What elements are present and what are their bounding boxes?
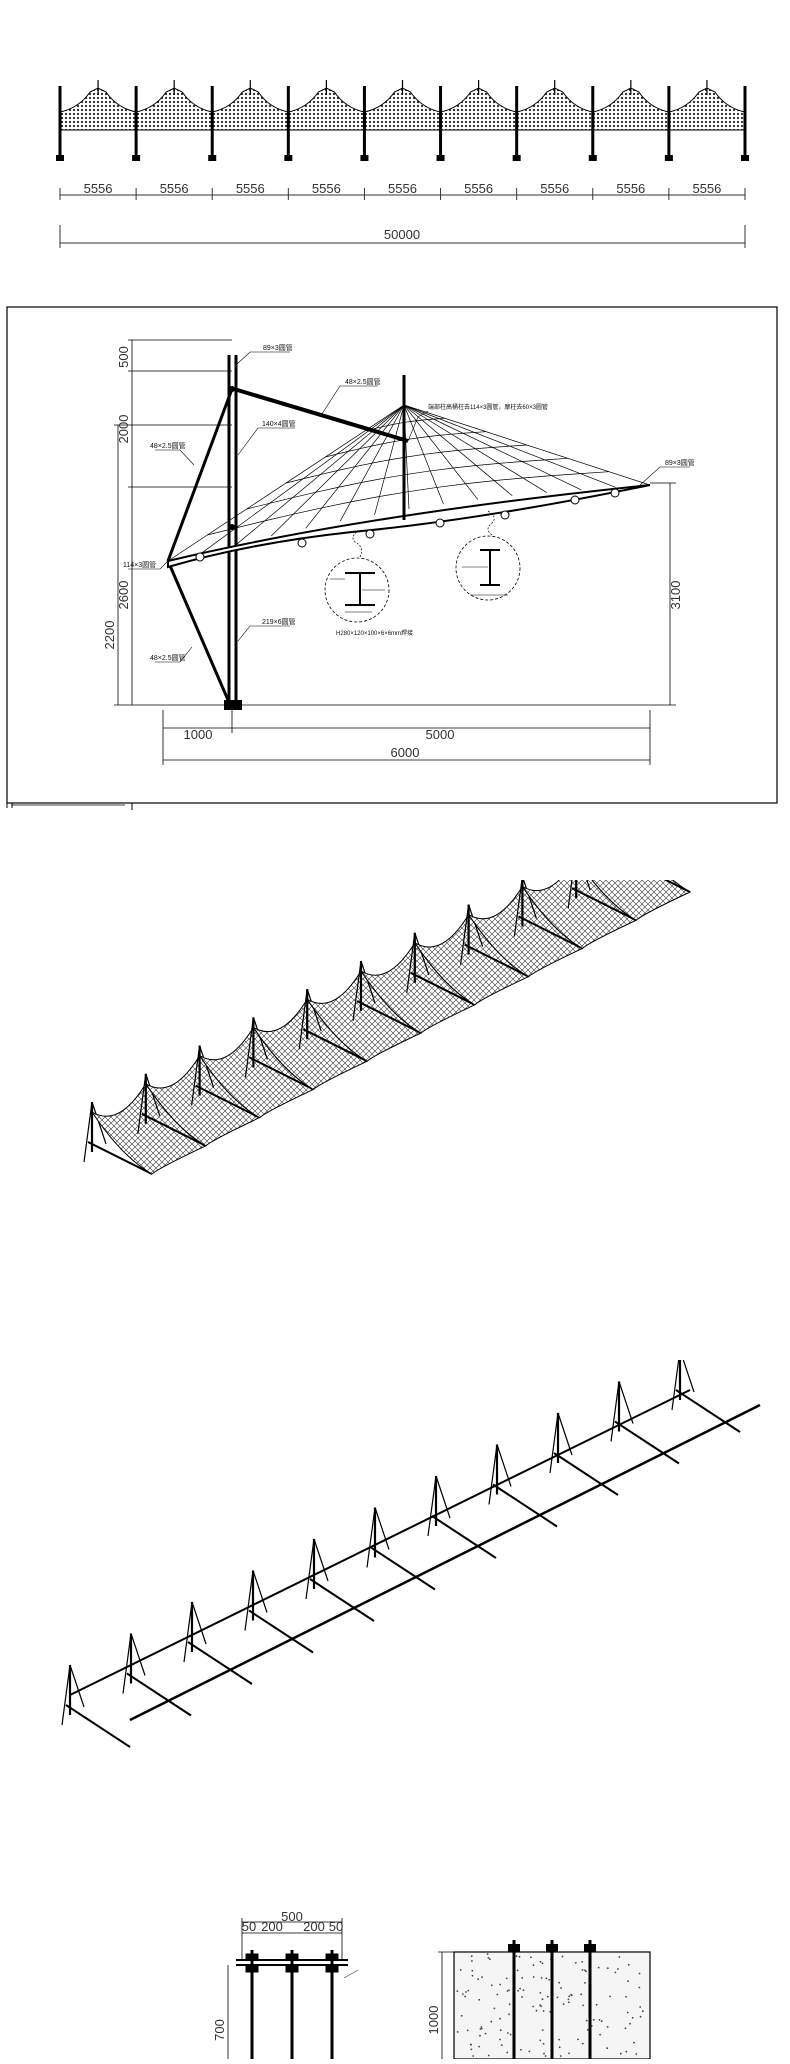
label-mast-base: 219×6圆管 (262, 617, 296, 626)
bottom-dimensions (162, 710, 651, 765)
footing-spacing-4: 50 (329, 1919, 343, 1934)
bay-dimension: 5556 (312, 181, 341, 196)
frame-unit (61, 1664, 131, 1748)
dim-total-width: 6000 (391, 745, 420, 760)
label-mast-mid: 140×4圆管 (262, 419, 296, 428)
cross-section-panel: 89×3圆管 48×2.5圆管 140×4圆管 48×2.5圆管 114×3圆管… (0, 305, 790, 810)
membrane-unit (298, 970, 423, 1063)
label-top-tie: 48×2.5圆管 (345, 377, 381, 386)
column-row (56, 86, 749, 161)
dim-back-span: 1000 (184, 727, 213, 742)
dim-right-height: 3100 (668, 581, 683, 610)
footing-detail-panel: 500 50 200 200 50 700 1000 (0, 1909, 790, 2060)
dim-mid-segment: 2000 (116, 415, 131, 444)
frame-unit (427, 1475, 497, 1559)
drawing-frame (6, 306, 778, 804)
dimension-lines (59, 188, 746, 248)
dim-base-height: 2200 (102, 621, 117, 650)
frame-unit (305, 1538, 375, 1622)
axonometric-frame-panel (0, 1349, 790, 1820)
label-beam-spec: H280×120×100×6×6mm焊接 (336, 629, 413, 637)
edge-beam (129, 1403, 761, 1722)
footing-top-width: 500 (281, 1910, 303, 1924)
label-edge-tube: 89×3圆管 (665, 458, 695, 467)
frame-unit (610, 1381, 680, 1465)
footing-spacing-1: 50 (242, 1919, 256, 1934)
frame-unit (488, 1444, 558, 1528)
bay-dimension: 5556 (84, 181, 113, 196)
beam-holes (195, 488, 620, 562)
bay-dimension: 5556 (692, 181, 721, 196)
label-mast-top: 89×3圆管 (263, 343, 293, 352)
label-left-strut-upper: 48×2.5圆管 (150, 441, 186, 450)
footing-spacing-2: 200 (261, 1919, 283, 1934)
label-left-strut-lower: 48×2.5圆管 (150, 653, 186, 662)
axonometric-membrane-drawing (83, 819, 692, 1175)
axonometric-membrane-panel (0, 819, 790, 1280)
frame-unit (244, 1570, 314, 1654)
canopy-membrane-strip (59, 80, 746, 131)
membrane-unit (191, 1026, 315, 1119)
ridge-beam (69, 1389, 691, 1696)
axonometric-frame-drawing (61, 1349, 761, 1748)
total-length-dimension: 50000 (384, 227, 420, 242)
frame-unit (549, 1412, 619, 1496)
label-top-note: 端部柱高桶柱去114×3圆管，摩柱去60×3圆管 (428, 403, 548, 411)
membrane-unit (83, 1082, 207, 1175)
front-elevation-panel: 5556 5556 5556 5556 5556 5556 5556 5556 5556 500… (0, 0, 790, 270)
leader-lines (128, 351, 690, 663)
bay-dimension: 5556 (464, 181, 493, 196)
label-node: 114×3圆管 (123, 560, 156, 569)
frame-unit (122, 1633, 192, 1717)
bay-dimension: 5556 (160, 181, 189, 196)
footing-spacing-3: 200 (303, 1919, 325, 1934)
detail-bubble-left (324, 531, 390, 623)
steel-frame-units (61, 1349, 761, 1748)
left-vertical-dimensions (114, 339, 232, 706)
right-vertical-dimension (236, 482, 676, 706)
anchor-bolt-elevation (227, 1918, 359, 2059)
dim-lower-segment: 2600 (116, 581, 131, 610)
stay-cables (166, 387, 409, 701)
dim-cantilever: 5000 (426, 727, 455, 742)
cross-section-drawing: 89×3圆管 48×2.5圆管 140×4圆管 48×2.5圆管 114×3圆管… (6, 306, 778, 810)
front-elevation-drawing: 5556 5556 5556 5556 5556 5556 5556 5556 5556 500… (56, 80, 749, 248)
dim-top-segment: 500 (116, 346, 131, 368)
footing-detail-drawing: 500 50 200 200 50 700 1000 (212, 1909, 651, 2060)
bay-dimension: 5556 (236, 181, 265, 196)
bay-dimension: 5556 (540, 181, 569, 196)
footing-height-right: 1000 (426, 2006, 441, 2035)
bay-dimension: 5556 (616, 181, 645, 196)
frame-unit (366, 1507, 436, 1591)
concrete-footing-section (438, 1940, 651, 2060)
detail-bubble-right (455, 510, 521, 601)
frame-unit (183, 1601, 253, 1685)
membrane-canopy-units (83, 819, 692, 1175)
main-mast (224, 355, 242, 710)
canopy-beam (167, 484, 651, 569)
bay-dimension: 5556 (388, 181, 417, 196)
membrane-net (167, 404, 651, 562)
footing-height-left: 700 (212, 2019, 227, 2041)
